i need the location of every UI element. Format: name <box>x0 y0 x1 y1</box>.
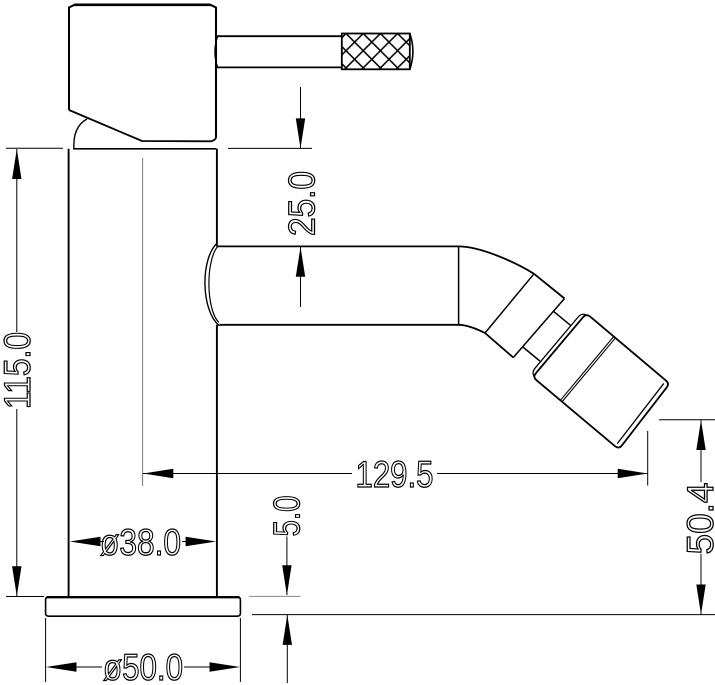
svg-text:50.4: 50.4 <box>679 483 715 555</box>
svg-text:115.0: 115.0 <box>0 332 38 409</box>
svg-text:129.5: 129.5 <box>356 453 434 495</box>
svg-text:25.0: 25.0 <box>281 171 323 236</box>
svg-text:5.0: 5.0 <box>266 496 308 537</box>
svg-text:ø38.0: ø38.0 <box>100 521 181 563</box>
svg-text:ø50.0: ø50.0 <box>103 646 183 685</box>
